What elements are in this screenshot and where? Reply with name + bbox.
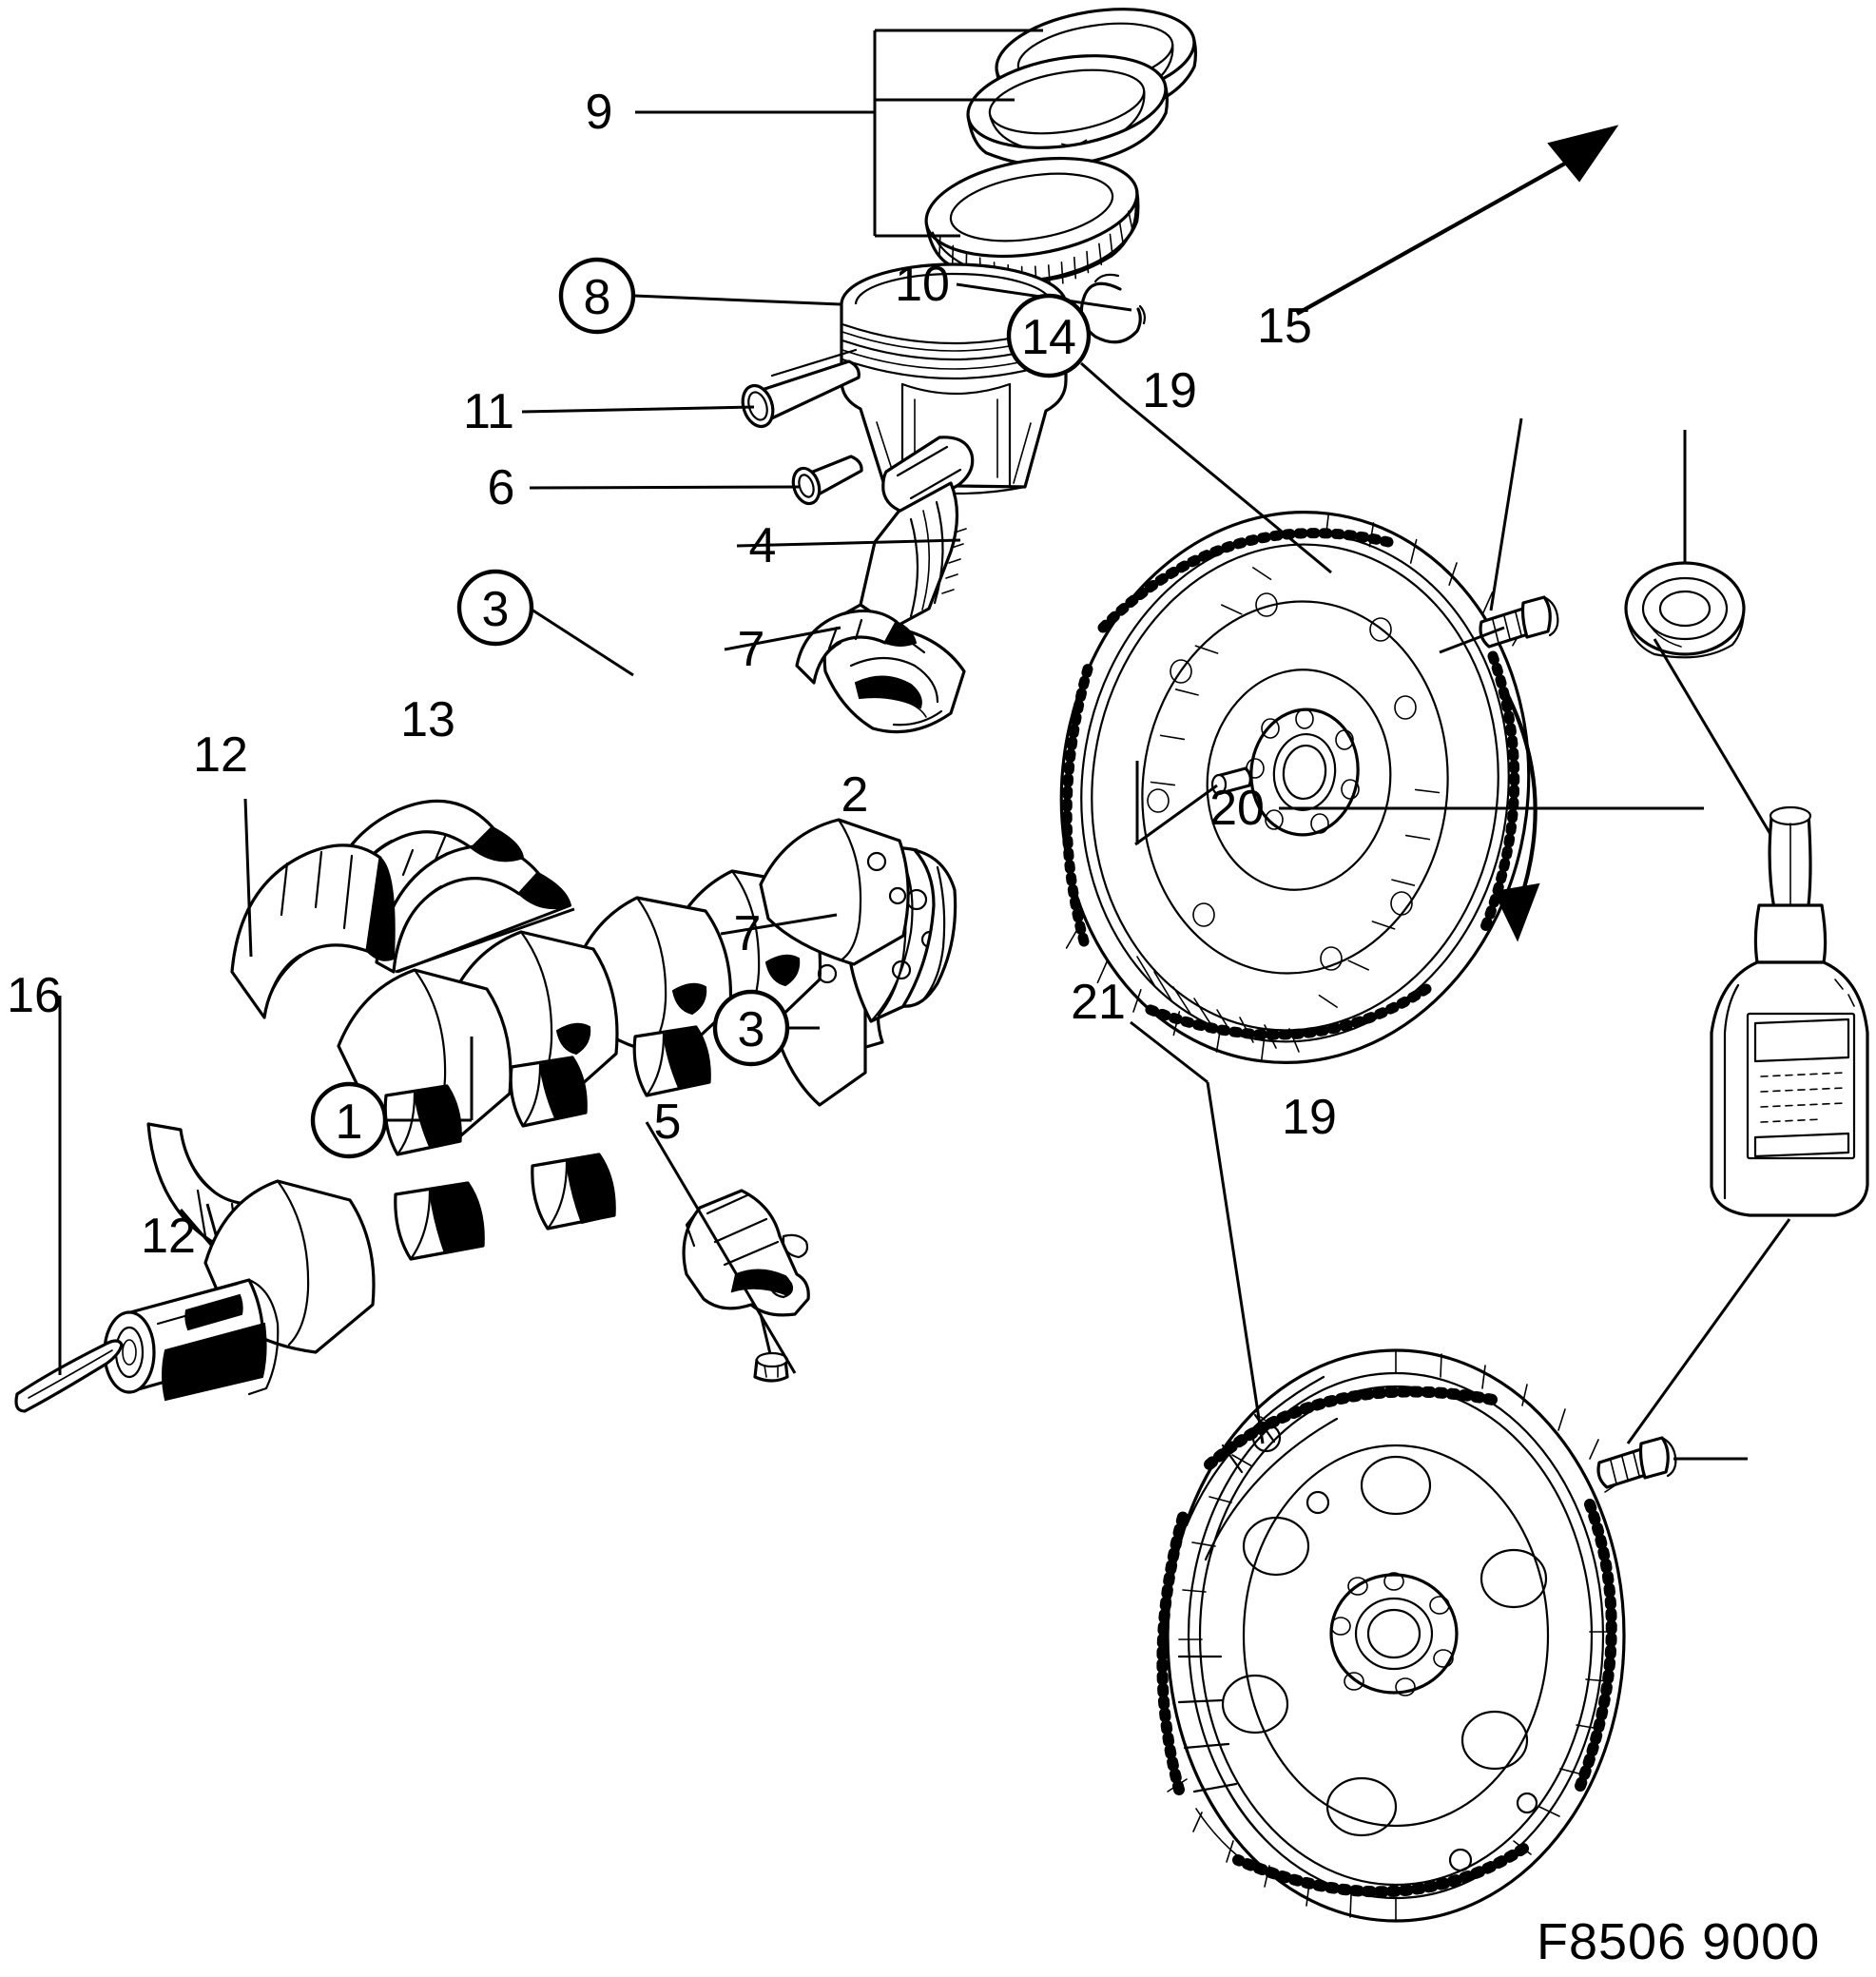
callout-14-label: 14 <box>1021 310 1076 365</box>
callout-12-lower[interactable]: 12 <box>141 1209 196 1264</box>
callout-3-upper-label: 3 <box>482 582 510 637</box>
leader-21b <box>1206 1081 1265 1444</box>
callout-13[interactable]: 13 <box>400 692 455 747</box>
callout-19-lower[interactable]: 19 <box>1282 1090 1337 1145</box>
callout-16[interactable]: 16 <box>7 968 62 1023</box>
gudgeon-pin-circlip <box>1079 273 1146 344</box>
leader-2 <box>1134 784 1218 846</box>
woodruff-key <box>14 1339 124 1413</box>
flywheel-dowel-pin <box>1210 766 1252 796</box>
leader-5 <box>645 1121 797 1374</box>
diagram-footer-code: F8506 9000 <box>1537 1913 1820 1970</box>
callout-8-label: 8 <box>584 270 611 325</box>
callout-1-label: 1 <box>336 1095 363 1150</box>
callout-5[interactable]: 5 <box>654 1095 682 1150</box>
flywheel-rotation-arrow <box>1493 688 1540 942</box>
leader-7a <box>724 626 841 651</box>
callout-leader-lines <box>58 282 1332 1444</box>
callout-1[interactable]: 1 <box>310 1081 388 1159</box>
gudgeon-pin <box>741 348 861 429</box>
leader-7b <box>720 913 838 936</box>
leader-6 <box>529 485 800 490</box>
callout-7-lower[interactable]: 7 <box>734 906 762 961</box>
flywheel-rim-shading <box>1136 956 1300 1053</box>
forward-direction-arrow <box>1295 125 1619 316</box>
thread-locking-fluid-bottle <box>1279 805 1869 1444</box>
driveplate-bolt-holes <box>1330 1572 1454 1696</box>
crankshaft-group <box>14 818 957 1413</box>
flywheel-bolt-upper <box>1479 595 1559 649</box>
leader-21 <box>1130 1020 1209 1084</box>
callout-3-lower[interactable]: 3 <box>712 989 790 1067</box>
driveplate-lightening-holes <box>1221 1455 1548 1837</box>
big-end-bearing-shell-upper <box>795 609 918 685</box>
callout-19-upper[interactable]: 19 <box>1142 363 1197 418</box>
leader-11 <box>521 405 755 414</box>
callouts-layer: 1 3 3 8 14 2 4 5 6 7 7 <box>7 85 1337 1264</box>
connecting-rod-group <box>795 436 975 734</box>
leader-3a <box>528 606 634 677</box>
flywheel-bolt-lower <box>1596 1436 1748 1489</box>
callout-11[interactable]: 11 <box>463 384 514 439</box>
callout-15[interactable]: 15 <box>1257 299 1312 354</box>
leader-14b <box>1121 397 1332 574</box>
callout-9[interactable]: 9 <box>586 85 613 140</box>
callout-14[interactable]: 14 <box>1006 293 1092 378</box>
callout-3-upper[interactable]: 3 <box>456 569 534 647</box>
flywheel-web-holes <box>1147 592 1417 971</box>
callout-10[interactable]: 10 <box>895 257 950 312</box>
leader-4 <box>736 538 961 548</box>
leader-15-to-bottle <box>1653 638 1776 842</box>
driveplate-automatic-group <box>1156 1348 1626 1923</box>
callout-12-upper[interactable]: 12 <box>193 727 248 783</box>
callout-8[interactable]: 8 <box>558 257 636 335</box>
leader-8 <box>633 294 841 306</box>
bottle-label-text-lines <box>1760 1072 1846 1123</box>
small-end-bush <box>791 455 863 506</box>
driveplate-ring-hatch <box>1156 1386 1617 1898</box>
callout-7-upper[interactable]: 7 <box>738 622 765 677</box>
leader-bottle-to-bolt <box>1626 1218 1791 1444</box>
callout-6[interactable]: 6 <box>488 460 515 515</box>
callout-4[interactable]: 4 <box>749 518 777 573</box>
flywheel-manual-group <box>1059 511 1540 1064</box>
callout-9-bracket <box>635 29 1043 238</box>
callout-2[interactable]: 2 <box>841 767 869 823</box>
piston-ring-second <box>966 54 1170 168</box>
leader-19-upper-a <box>1439 626 1505 654</box>
piston-ring-set-group <box>635 8 1198 289</box>
crankshaft-nose <box>14 1278 280 1413</box>
callout-3-lower-label: 3 <box>738 1002 765 1057</box>
leader-19-upper-b <box>1489 417 1523 611</box>
callout-20[interactable]: 20 <box>1209 781 1265 836</box>
piston-ring-oil-control <box>924 156 1140 289</box>
leader-14a <box>1080 361 1123 401</box>
connecting-rod-bearing-cap <box>682 1189 810 1317</box>
callout-21[interactable]: 21 <box>1071 975 1126 1030</box>
main-bearing-shell-upper <box>230 798 396 1019</box>
